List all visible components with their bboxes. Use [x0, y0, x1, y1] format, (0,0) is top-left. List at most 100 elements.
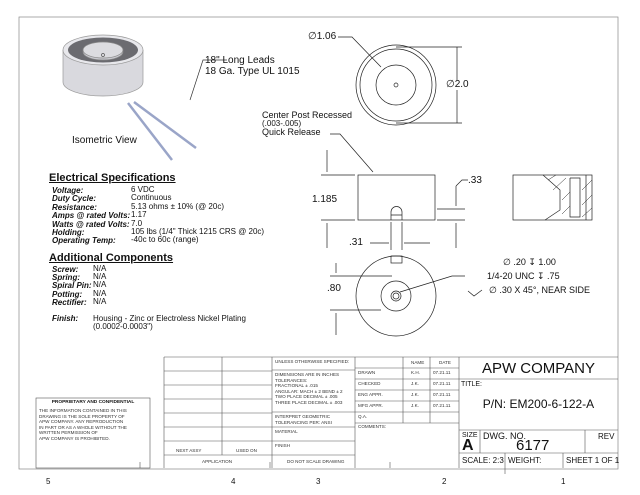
spec-label: Watts @ rated Volts:	[52, 219, 130, 229]
size-value: A	[462, 437, 474, 454]
tolerance-line: TWO PLACE DECIMAL ± .005	[275, 394, 338, 400]
spec-label: Amps @ rated Volts:	[52, 211, 131, 221]
hole-depth-dim: .33	[468, 175, 482, 186]
title-block-lines	[35, 356, 618, 474]
sheet-border	[18, 16, 619, 470]
front-view	[321, 133, 468, 250]
tolerance-line: THREE PLACE DECIMAL ± .003	[275, 400, 343, 405]
components-heading: Additional Components	[49, 252, 174, 264]
component-value: N/A	[93, 296, 107, 306]
approval-name: K.H.	[411, 370, 420, 375]
recess-note-3: Quick Release	[262, 127, 321, 137]
interpret-1: INTERPRET GEOMETRIC	[275, 414, 331, 419]
approval-name: J.K.	[411, 392, 419, 397]
spec-value: 5.13 ohms ± 10% (@ 20c)	[131, 201, 224, 211]
recess-note-2: (.003-.005)	[262, 119, 302, 128]
interpret-2: TOLERANCING PER: ANSI	[275, 420, 332, 425]
tolerance-line: FRACTIONAL ± .015	[275, 383, 318, 389]
component-label: Spiral Pin:	[52, 281, 92, 291]
sheet: SHEET 1 OF 1	[566, 456, 620, 465]
slot-offset-dim: .80	[327, 283, 341, 294]
approval-role: DRAWN	[358, 370, 376, 375]
component-label: Potting:	[52, 289, 83, 299]
zone-1: 1	[561, 477, 566, 486]
component-value: N/A	[93, 264, 107, 273]
spec-label: Voltage:	[52, 186, 84, 195]
leads-note-2: 18 Ga. Type UL 1015	[205, 66, 300, 77]
dwg-no: 6177	[516, 437, 550, 454]
zone-3: 3	[316, 477, 321, 486]
hole-note-1: ∅ .20 ↧ 1.00	[503, 257, 556, 267]
recess-note-1: Center Post Recessed	[262, 110, 353, 120]
part-number: P/N: EM200-6-122-A	[482, 397, 595, 411]
hole-note-2: 1/4-20 UNC ↧ .75	[487, 271, 560, 281]
next-assy-label: NEXT ASSY	[176, 448, 202, 453]
hole-note-3: ∅ .30 X 45°, NEAR SIDE	[489, 285, 590, 295]
application-label: APPLICATION	[202, 459, 233, 464]
zone-5: 5	[46, 477, 51, 486]
top-view	[338, 36, 462, 126]
tolerance-line: DIMENSIONS ARE IN INCHES	[275, 372, 340, 377]
tolerance-line: TOLERANCES:	[275, 377, 308, 383]
slot-width-dim: .31	[349, 237, 363, 248]
dwg-no-label: DWG. NO.	[483, 431, 526, 441]
spec-label: Holding:	[52, 228, 85, 237]
spec-value: 7.0	[131, 218, 143, 228]
component-value: N/A	[93, 288, 107, 298]
approval-role: CHECKED	[358, 381, 381, 386]
proprietary-title: PROPRIETARY AND CONFIDENTIAL	[51, 400, 135, 405]
finish-value-2: (0.0002-0.0003")	[93, 322, 153, 331]
approval-date: 07.21.11	[433, 381, 451, 386]
title-label: TITLE:	[461, 381, 483, 388]
weight: WEIGHT:	[508, 456, 542, 465]
do-not-scale: DO NOT SCALE DRAWING	[287, 459, 345, 464]
approval-name: J.K.	[411, 403, 419, 408]
approval-name: J.K.	[411, 381, 419, 386]
company-name: APW COMPANY	[481, 360, 596, 377]
finish-value-1: Housing - Zinc or Electroless Nickel Pla…	[93, 314, 246, 323]
proprietary-line: IN PART OR AS A WHOLE WITHOUT THE	[39, 424, 127, 430]
spec-value: -40c to 60c (range)	[131, 235, 199, 245]
date-header: DATE	[439, 360, 451, 365]
component-label: Screw:	[52, 265, 79, 274]
component-label: Spring:	[52, 273, 80, 283]
zone-4: 4	[231, 477, 236, 486]
approval-date: 07.21.11	[433, 392, 451, 397]
leads-note-1: 18" Long Leads	[205, 55, 275, 66]
proprietary-line: APW COMPANY IS PROHIBITED.	[39, 436, 110, 441]
section-view	[512, 174, 593, 221]
bottom-view	[330, 255, 483, 337]
height-dim: 1.185	[312, 194, 338, 205]
zone-2: 2	[442, 477, 447, 486]
comments-label: COMMENTS:	[358, 424, 387, 429]
approval-role: ENG APPR.	[358, 392, 383, 397]
approval-role: MFG APPR.	[358, 403, 384, 408]
isometric-caption: Isometric View	[72, 135, 137, 146]
spec-value: 105 lbs (1/4" Thick 1215 CRS @ 20c)	[131, 227, 265, 236]
proprietary-line: DRAWING IS THE SOLE PROPERTY OF	[39, 413, 125, 419]
name-header: NAME	[411, 360, 425, 365]
tolerance-line: ANGULAR: MACH ± 2 BEND ± 2	[275, 388, 343, 394]
spec-label: Operating Temp:	[52, 236, 116, 246]
used-on-label: USED ON	[236, 448, 257, 453]
approval-role: Q.A.	[358, 414, 368, 419]
finish-block-label: FINISH	[275, 443, 291, 448]
unless-specified: UNLESS OTHERWISE SPECIFIED:	[275, 359, 350, 364]
rev-label: REV	[598, 432, 615, 441]
component-label: Rectifier:	[52, 297, 87, 307]
isometric-magnet-image	[62, 34, 227, 161]
scale: SCALE: 2:3	[462, 456, 504, 465]
spec-value: 1.17	[131, 210, 147, 220]
outer-diameter-dim: ∅2.0	[446, 79, 469, 90]
size-label: SIZE	[462, 432, 478, 439]
material-label: MATERIAL	[275, 429, 298, 434]
approval-date: 07.21.11	[433, 403, 451, 408]
spec-label: Duty Cycle:	[52, 194, 97, 204]
post-diameter-dim: ∅1.06	[308, 31, 337, 42]
finish-label: Finish:	[52, 314, 79, 323]
proprietary-line: APW COMPANY. ANY REPRODUCTION	[39, 419, 124, 425]
proprietary-line: THE INFORMATION CONTAINED IN THIS	[39, 408, 127, 413]
electrical-heading: Electrical Specifications	[49, 172, 176, 184]
